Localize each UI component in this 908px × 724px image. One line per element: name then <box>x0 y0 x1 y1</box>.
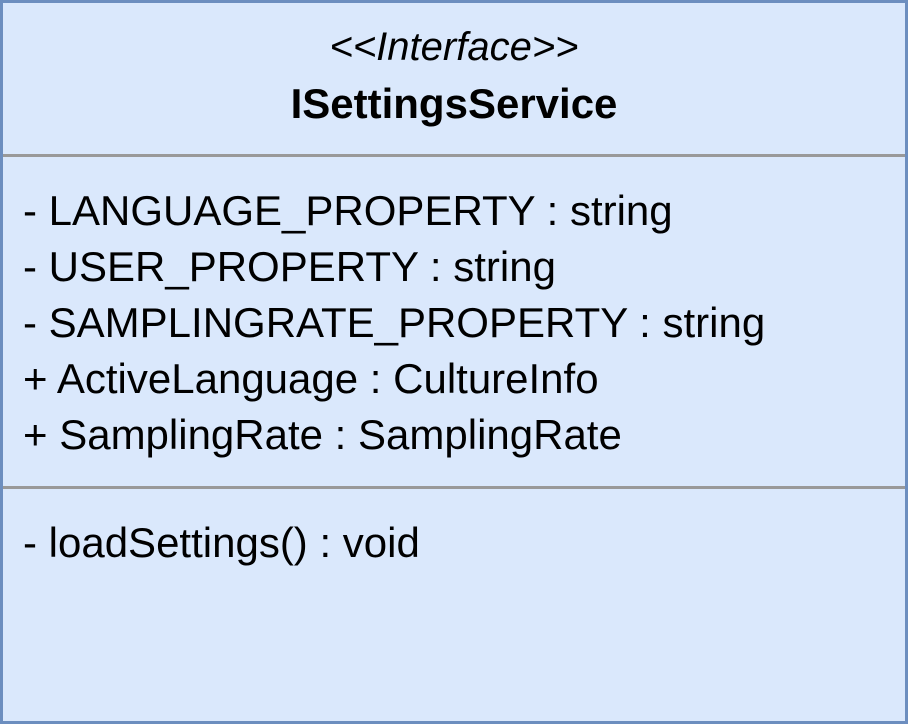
attribute-item: - USER_PROPERTY : string <box>23 243 556 290</box>
class-stereotype: <<Interface>> <box>329 25 579 69</box>
attribute-item: - LANGUAGE_PROPERTY : string <box>23 187 673 234</box>
attributes-compartment: - LANGUAGE_PROPERTY : string - USER_PROP… <box>23 183 895 463</box>
class-name: ISettingsService <box>290 80 618 127</box>
attribute-item: + SamplingRate : SamplingRate <box>23 411 622 458</box>
class-header: <<Interface>> ISettingsService <box>3 3 905 155</box>
attribute-item: - SAMPLINGRATE_PROPERTY : string <box>23 299 766 346</box>
attributes-divider <box>3 486 905 489</box>
header-divider <box>3 154 905 157</box>
operation-item: - loadSettings() : void <box>23 519 420 566</box>
attribute-item: + ActiveLanguage : CultureInfo <box>23 355 599 402</box>
operations-compartment: - loadSettings() : void <box>23 515 895 571</box>
